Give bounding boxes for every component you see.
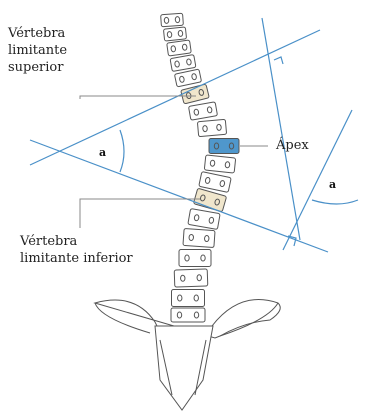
vertebra bbox=[199, 172, 231, 193]
sacrum bbox=[155, 326, 213, 410]
lower-perpendicular-line bbox=[283, 110, 352, 250]
vertebra-body bbox=[174, 269, 208, 287]
lower-vertebra-label-line1: Vértebra bbox=[20, 233, 133, 250]
vertebra-pedicle bbox=[179, 76, 185, 83]
vertebra-pedicle bbox=[191, 73, 197, 80]
vertebra-pedicle bbox=[210, 160, 215, 166]
vertebra-pedicle bbox=[229, 143, 233, 149]
vertebra-body bbox=[188, 102, 217, 120]
upper-vertebra-label-line3: superior bbox=[8, 59, 67, 76]
upper-vertebra-label: Vértebra limitante superior bbox=[8, 25, 67, 76]
right-angle-arc bbox=[312, 200, 358, 204]
vertebra-pedicle bbox=[220, 180, 226, 187]
apex-vertebra bbox=[209, 139, 239, 154]
vertebra-body bbox=[170, 55, 196, 72]
upper-vertebra-label-line1: Vértebra bbox=[8, 25, 67, 42]
left-angle-arc bbox=[120, 130, 124, 172]
vertebra-body bbox=[172, 290, 205, 307]
leader-lines bbox=[80, 96, 268, 228]
vertebra bbox=[174, 69, 201, 87]
vertebra-pedicle bbox=[178, 295, 182, 301]
vertebra-pedicle bbox=[225, 162, 230, 168]
vertebra-pedicle bbox=[167, 31, 172, 37]
vertebra-pedicle bbox=[180, 275, 185, 281]
lower-vertebra-label: Vértebra limitante inferior bbox=[20, 233, 133, 267]
upper-leader bbox=[80, 96, 196, 99]
vertebra-body bbox=[171, 308, 205, 322]
left-angle-label: a bbox=[99, 146, 106, 159]
right-angle-label: a bbox=[329, 178, 336, 191]
vertebra-pedicle bbox=[194, 312, 198, 318]
vertebra-body bbox=[183, 228, 215, 247]
vertebra-body bbox=[204, 155, 235, 173]
vertebra-pedicle bbox=[186, 59, 191, 66]
vertebra bbox=[179, 250, 211, 267]
vertebra bbox=[170, 55, 196, 72]
vertebra bbox=[188, 209, 220, 230]
vertebra bbox=[163, 27, 186, 41]
vertebra-pedicle bbox=[194, 109, 199, 116]
vertebra-pedicle bbox=[171, 46, 176, 53]
vertebra-pedicle bbox=[201, 255, 205, 261]
upper-vertebra-label-line2: limitante bbox=[8, 42, 67, 59]
vertebra-pedicle bbox=[194, 214, 199, 221]
spine-column bbox=[161, 13, 239, 322]
vertebra bbox=[174, 269, 208, 287]
vertebra-pedicle bbox=[204, 235, 209, 241]
vertebra-pedicle bbox=[164, 17, 169, 23]
vertebra bbox=[161, 13, 184, 27]
vertebra-pedicle bbox=[214, 143, 218, 149]
vertebra-pedicle bbox=[209, 217, 214, 224]
apex-label: Ápex bbox=[276, 137, 309, 154]
vertebra bbox=[188, 102, 217, 120]
vertebra-body bbox=[179, 250, 211, 267]
vertebra-pedicle bbox=[217, 124, 222, 130]
vertebra-pedicle bbox=[203, 125, 208, 131]
vertebra bbox=[204, 155, 235, 173]
vertebra bbox=[197, 119, 226, 136]
vertebra-body bbox=[209, 139, 239, 154]
vertebra-body bbox=[174, 69, 201, 87]
vertebra-body bbox=[167, 40, 192, 56]
vertebra-body bbox=[188, 209, 220, 230]
vertebra-pedicle bbox=[185, 255, 189, 261]
vertebra-body bbox=[199, 172, 231, 193]
lower-leader bbox=[80, 199, 200, 228]
vertebra-pedicle bbox=[207, 106, 212, 113]
vertebra bbox=[172, 290, 205, 307]
limit-vertebra bbox=[181, 84, 210, 104]
vertebra bbox=[183, 228, 215, 247]
vertebra-pedicle bbox=[174, 61, 179, 68]
vertebra-pedicle bbox=[178, 30, 183, 36]
vertebra-pedicle bbox=[175, 16, 180, 22]
right-angle-mark-top bbox=[274, 57, 283, 64]
vertebra-pedicle bbox=[177, 312, 181, 318]
vertebra-pedicle bbox=[197, 275, 202, 281]
vertebra-pedicle bbox=[194, 295, 198, 301]
lower-vertebra-label-line2: limitante inferior bbox=[20, 250, 133, 267]
vertebra-pedicle bbox=[189, 234, 194, 240]
vertebra-pedicle bbox=[182, 44, 187, 51]
upper-perpendicular-line bbox=[262, 18, 300, 240]
vertebra-body bbox=[181, 84, 210, 104]
vertebra bbox=[171, 308, 205, 322]
vertebra-body bbox=[197, 119, 226, 136]
vertebra-pedicle bbox=[205, 177, 211, 184]
vertebra bbox=[167, 40, 192, 56]
